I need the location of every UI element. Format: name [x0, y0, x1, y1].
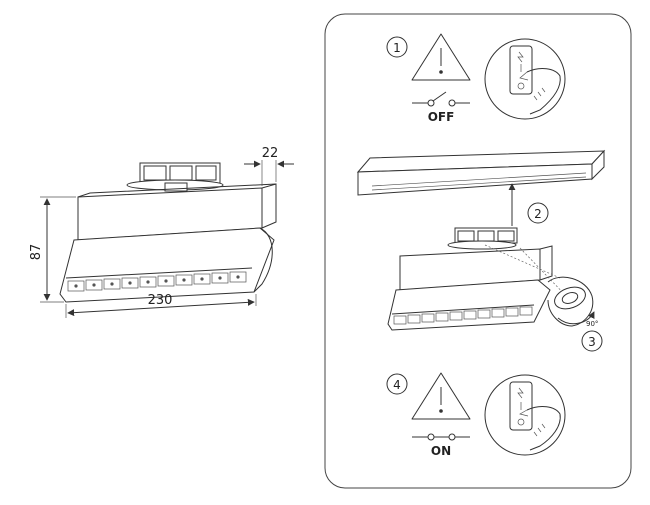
- height-dimension: 87: [29, 196, 76, 303]
- switch-on-icon: [412, 433, 470, 441]
- width-label: 230: [148, 293, 173, 308]
- step-1-state-label: OFF: [428, 110, 455, 124]
- instruction-panel: [324, 13, 632, 489]
- step-3-lock-adapter: 90° 3: [387, 227, 603, 352]
- depth-dimension: 22: [244, 146, 294, 186]
- width-dimension: 230: [65, 293, 257, 318]
- step-2-number: 2: [534, 207, 542, 221]
- step-4-state-label: ON: [431, 444, 451, 458]
- fixture-small: [387, 227, 553, 331]
- warning-triangle-icon: [411, 33, 471, 81]
- lens-module: [59, 227, 275, 303]
- step-1-number: 1: [393, 41, 401, 55]
- height-label: 87: [29, 244, 44, 261]
- fixture-body: [77, 183, 277, 241]
- rotation-angle-label: 90°: [586, 320, 598, 328]
- step-1-power-off: 1 OFF: [386, 33, 566, 124]
- fixture-dimension-drawing: 87 230 22: [29, 146, 294, 318]
- warning-triangle-icon: [411, 372, 471, 420]
- step-3-number: 3: [588, 335, 596, 349]
- led-cells: [67, 271, 247, 292]
- step-4-power-on: 4 ON: [386, 372, 566, 458]
- step-2-mount-on-track: 2: [356, 149, 606, 226]
- breaker-hand-icon: [484, 374, 566, 456]
- track-rail: [356, 149, 606, 196]
- rotation-detail: 90°: [547, 276, 598, 328]
- depth-label: 22: [262, 146, 279, 161]
- breaker-hand-icon: [484, 38, 566, 120]
- step-4-number: 4: [393, 378, 401, 392]
- switch-off-icon: [412, 91, 470, 107]
